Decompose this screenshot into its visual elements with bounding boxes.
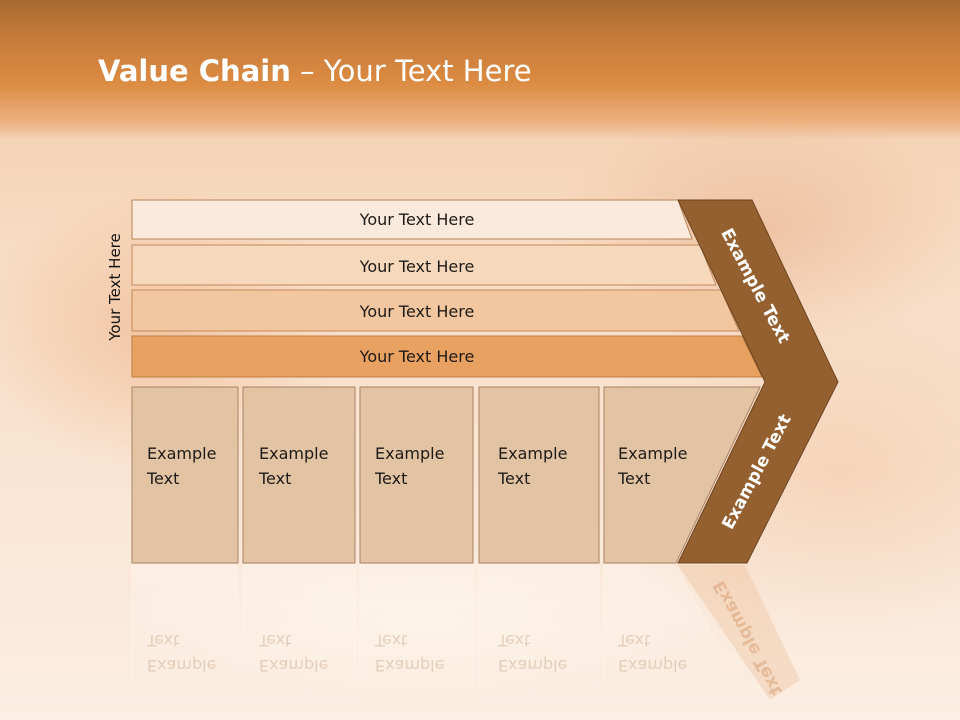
- box-shape-2: [242, 386, 356, 564]
- box-label-line1: Example: [498, 444, 568, 463]
- box-label-2: Example Text: [259, 441, 359, 491]
- reflection-line2: Text: [375, 631, 408, 650]
- box-label-reflection: Example Text: [498, 628, 598, 678]
- box-label-line1: Example: [618, 444, 688, 463]
- slide-title: Value Chain – Your Text Here: [98, 54, 532, 88]
- slide-title-bold: Value Chain: [98, 54, 291, 88]
- box-label-line1: Example: [259, 444, 329, 463]
- reflection-line1: Example: [147, 656, 217, 675]
- box-label-reflection: Example Text: [147, 628, 247, 678]
- box-label-4: Example Text: [498, 441, 598, 491]
- side-label: Your Text Here: [106, 233, 124, 341]
- reflection-line2: Text: [618, 631, 651, 650]
- row-shape-2: [131, 244, 717, 286]
- box-label-5: Example Text: [618, 441, 718, 491]
- box-reflection: [359, 564, 474, 686]
- box-reflection: [242, 564, 356, 686]
- box-reflection: [478, 564, 600, 686]
- row-shape-4: [131, 335, 763, 378]
- box-shape-5: [603, 386, 761, 564]
- box-reflection: [603, 564, 721, 686]
- box-label-reflection: Example Text: [375, 628, 475, 678]
- box-label-3: Example Text: [375, 441, 475, 491]
- reflection-line2: Text: [498, 631, 531, 650]
- box-label-line1: Example: [147, 444, 217, 463]
- header-band: [0, 0, 960, 140]
- box-label-line2: Text: [375, 469, 408, 488]
- box-label-line1: Example: [375, 444, 445, 463]
- row-shape-3: [131, 289, 740, 332]
- box-shape-3: [359, 386, 474, 564]
- row-label-3: Your Text Here: [359, 301, 475, 321]
- box-label-line2: Text: [147, 469, 180, 488]
- box-shape-4: [478, 386, 600, 564]
- reflection-line1: Example: [498, 656, 568, 675]
- slide-title-rest: – Your Text Here: [290, 54, 532, 88]
- row-label-1: Your Text Here: [359, 209, 475, 229]
- reflection-line2: Text: [147, 631, 180, 650]
- box-label-reflection: Example Text: [618, 628, 718, 678]
- chevron-arrow: [677, 199, 839, 564]
- reflection-line1: Example: [375, 656, 445, 675]
- box-reflection: [131, 564, 239, 686]
- row-label-2: Your Text Here: [359, 256, 475, 276]
- box-shape-1: [131, 386, 239, 564]
- chevron-reflection: [678, 565, 800, 700]
- box-label-line2: Text: [618, 469, 651, 488]
- reflection-line2: Text: [259, 631, 292, 650]
- box-label-line2: Text: [498, 469, 531, 488]
- reflection-line1: Example: [259, 656, 329, 675]
- row-label-4: Your Text Here: [359, 346, 475, 366]
- reflection-line1: Example: [618, 656, 688, 675]
- reflection-group: [131, 564, 800, 700]
- box-label-1: Example Text: [147, 441, 247, 491]
- box-label-line2: Text: [259, 469, 292, 488]
- row-shape-1: [131, 199, 693, 240]
- box-label-reflection: Example Text: [259, 628, 359, 678]
